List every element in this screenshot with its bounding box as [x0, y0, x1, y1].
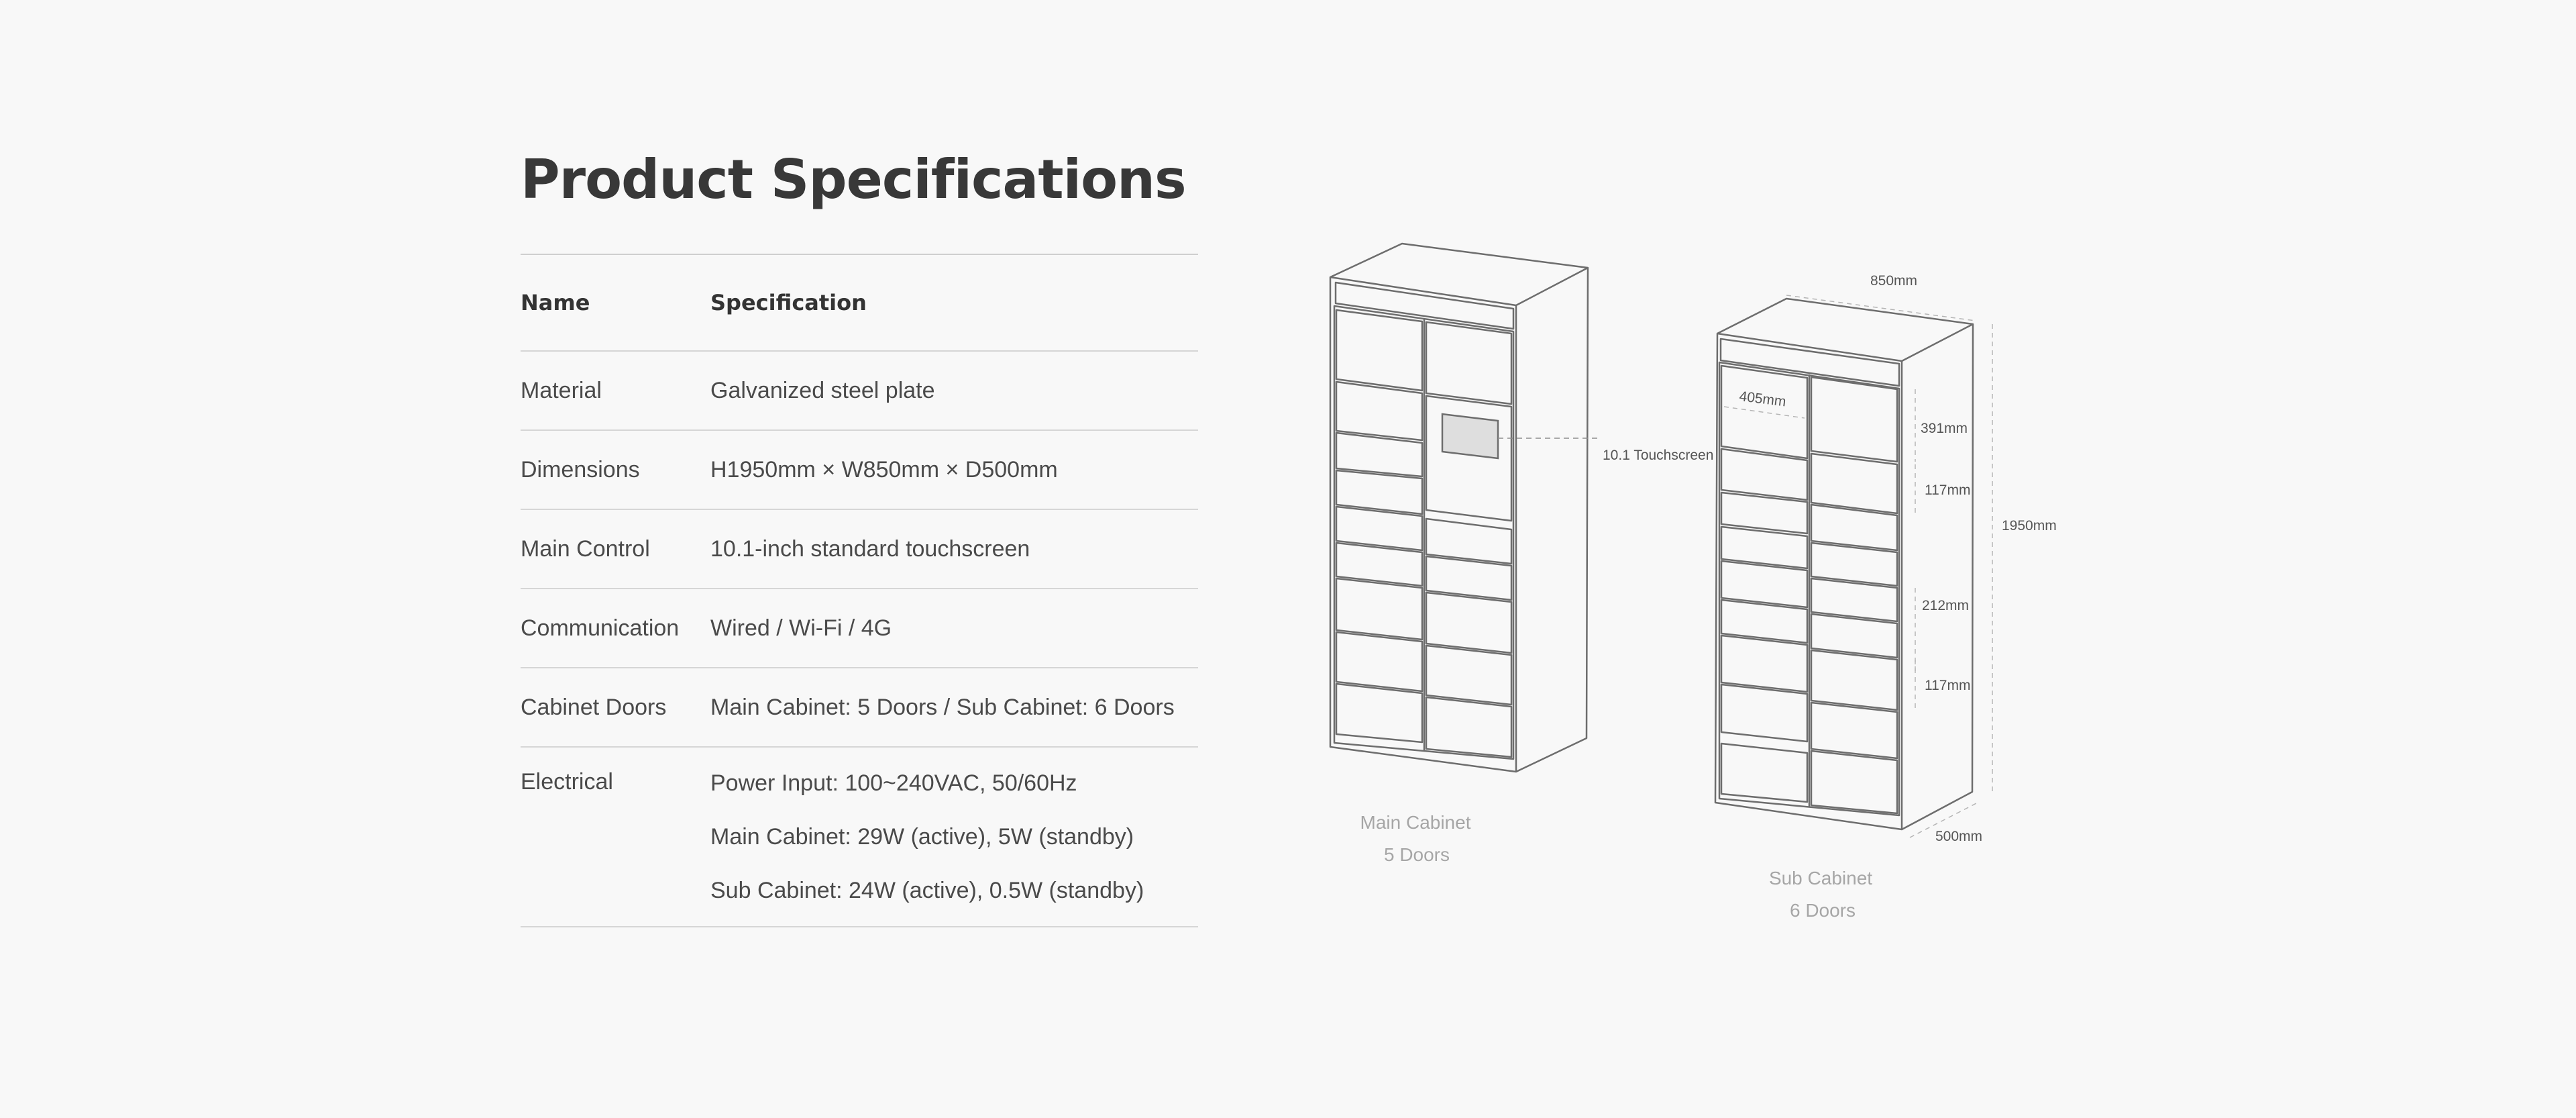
height-dimension: 1950mm: [2002, 518, 2057, 533]
touchscreen-display: [1441, 413, 1499, 460]
row-value: 10.1-inch standard touchscreen: [710, 536, 1030, 562]
row-name: Cabinet Doors: [521, 694, 667, 720]
spec-table: Name Specification Material Galvanized s…: [521, 254, 1198, 927]
table-row: Communication Wired / Wi-Fi / 4G: [521, 589, 1198, 668]
table-row: Material Galvanized steel plate: [521, 352, 1198, 431]
row-value: Main Cabinet: 5 Doors / Sub Cabinet: 6 D…: [710, 694, 1175, 720]
sub-cabinet-doors: 6 Doors: [1790, 900, 1856, 921]
touchscreen-label: 10.1 Touchscreen: [1603, 448, 1713, 463]
row-value: Galvanized steel plate: [710, 377, 935, 403]
column-header-spec: Specification: [710, 290, 867, 315]
width-dimension: 850mm: [1870, 273, 1917, 289]
cell-height-dimension: 391mm: [1921, 421, 1968, 436]
main-cabinet-doors: 5 Doors: [1384, 844, 1450, 865]
row-value: Wired / Wi-Fi / 4G: [710, 615, 892, 641]
row-name: Dimensions: [521, 456, 640, 482]
sub-cabinet-illustration: [1714, 297, 1974, 831]
column-header-name: Name: [521, 290, 590, 315]
row-name: Material: [521, 377, 602, 403]
table-header: Name Specification: [521, 255, 1198, 352]
row-name: Main Control: [521, 536, 650, 562]
row-value: Sub Cabinet: 24W (active), 0.5W (standby…: [710, 878, 1144, 903]
table-row: Electrical Power Input: 100~240VAC, 50/6…: [521, 748, 1198, 927]
row-name: Communication: [521, 615, 680, 641]
row-value-list: Power Input: 100~240VAC, 50/60Hz Main Ca…: [710, 769, 1198, 930]
cell-height-dimension: 117mm: [1925, 482, 1970, 498]
cell-height-dimension: 117mm: [1925, 678, 1970, 693]
page-title: Product Specifications: [521, 148, 1187, 211]
main-cabinet-illustration: [1329, 242, 1589, 773]
dimension-lines: [1723, 295, 1993, 838]
row-value: Power Input: 100~240VAC, 50/60Hz: [710, 770, 1077, 796]
row-value: H1950mm × W850mm × D500mm: [710, 456, 1058, 482]
table-row: Cabinet Doors Main Cabinet: 5 Doors / Su…: [521, 668, 1198, 748]
sub-cabinet-caption: Sub Cabinet: [1769, 868, 1872, 888]
table-row: Main Control 10.1-inch standard touchscr…: [521, 510, 1198, 589]
cell-height-dimension: 212mm: [1922, 598, 1969, 613]
table-row: Dimensions H1950mm × W850mm × D500mm: [521, 431, 1198, 510]
row-name: Electrical: [521, 769, 613, 795]
row-value: Main Cabinet: 29W (active), 5W (standby): [710, 824, 1134, 850]
cell-width-dimension: 405mm: [1738, 389, 1786, 409]
main-cabinet-caption: Main Cabinet: [1360, 812, 1471, 833]
depth-dimension: 500mm: [1935, 829, 1982, 844]
